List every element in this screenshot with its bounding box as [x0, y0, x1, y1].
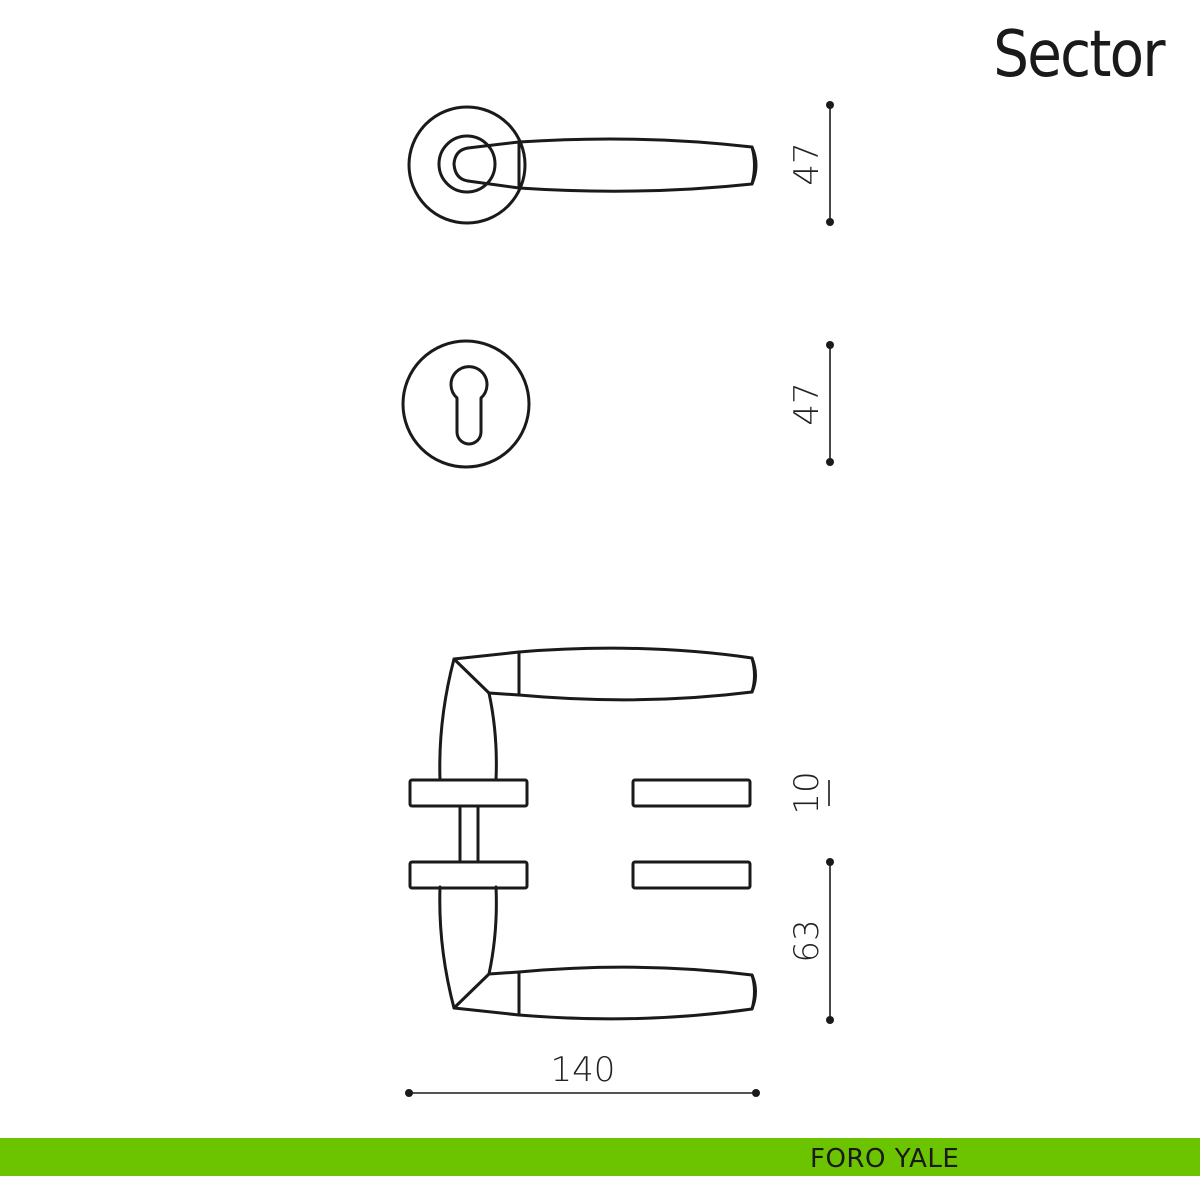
rose-section-bottom [408, 860, 529, 890]
lever-neck [452, 146, 470, 183]
escutcheon-plate [401, 339, 531, 469]
dimension-lines [405, 101, 834, 1097]
handle-side-view [408, 646, 757, 1021]
keyhole-icon [449, 365, 489, 446]
dimension-label-rose-height: 47 [787, 142, 827, 185]
dimension-label-lever-length: 140 [551, 1050, 616, 1090]
rose-section-top [408, 778, 529, 808]
escutcheon-view [401, 339, 531, 469]
rose-section-right-top [631, 778, 752, 808]
footer-bar [0, 1138, 1200, 1176]
handle-front-view [407, 105, 758, 225]
lever-body [466, 137, 758, 193]
dimension-label-lever-height: 63 [787, 919, 827, 962]
spindle [458, 804, 480, 864]
rose-inner [437, 134, 497, 194]
dimension-label-rose-thickness: 10 [787, 771, 827, 814]
product-title: Sector [993, 18, 1166, 92]
rose-section-right-bottom [631, 860, 752, 890]
footer-label: FORO YALE [810, 1144, 960, 1174]
rose-outer [407, 105, 527, 225]
dimension-label-escutcheon-height: 47 [787, 382, 827, 425]
